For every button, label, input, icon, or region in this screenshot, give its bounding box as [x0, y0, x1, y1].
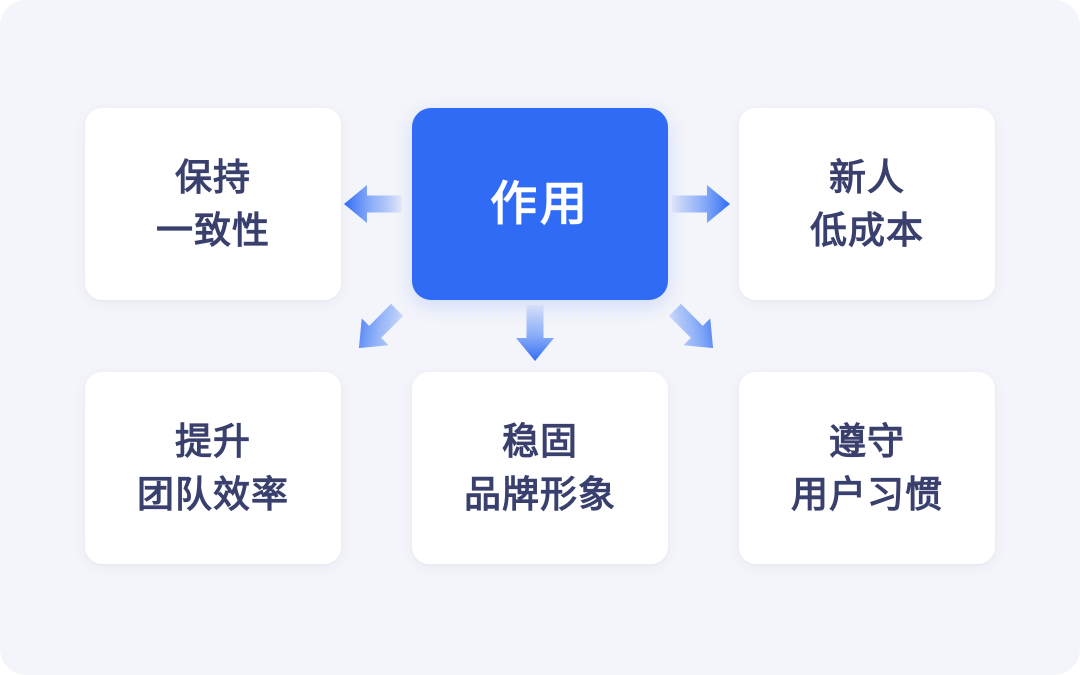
node-newcomer-low-cost-line-1: 新人 — [829, 156, 905, 198]
node-brand-image-line-2: 品牌形象 — [464, 474, 616, 515]
arrow-down-right-icon — [665, 300, 723, 358]
arrow-right-icon — [672, 181, 730, 227]
center-node[interactable]: 作用 — [412, 108, 668, 300]
node-team-efficiency[interactable]: 提升 团队效率 — [85, 372, 341, 564]
arrow-down-left-icon — [349, 300, 407, 358]
node-consistency[interactable]: 保持 一致性 — [85, 108, 341, 300]
node-user-habits[interactable]: 遵守 用户习惯 — [739, 372, 995, 564]
node-consistency-line-2: 一致性 — [156, 210, 270, 251]
node-user-habits-line-2: 用户习惯 — [791, 474, 943, 515]
node-brand-image-line-1: 稳固 — [502, 420, 578, 462]
node-brand-image[interactable]: 稳固 品牌形象 — [412, 372, 668, 564]
node-newcomer-low-cost[interactable]: 新人 低成本 — [739, 108, 995, 300]
center-node-label: 作用 — [490, 177, 590, 231]
node-newcomer-low-cost-line-2: 低成本 — [810, 210, 924, 251]
arrow-left-icon — [344, 181, 402, 227]
node-team-efficiency-line-1: 提升 — [175, 420, 251, 462]
node-user-habits-line-1: 遵守 — [829, 420, 905, 462]
arrow-down-icon — [512, 305, 558, 361]
node-team-efficiency-line-2: 团队效率 — [137, 474, 289, 515]
node-consistency-line-1: 保持 — [175, 156, 251, 198]
